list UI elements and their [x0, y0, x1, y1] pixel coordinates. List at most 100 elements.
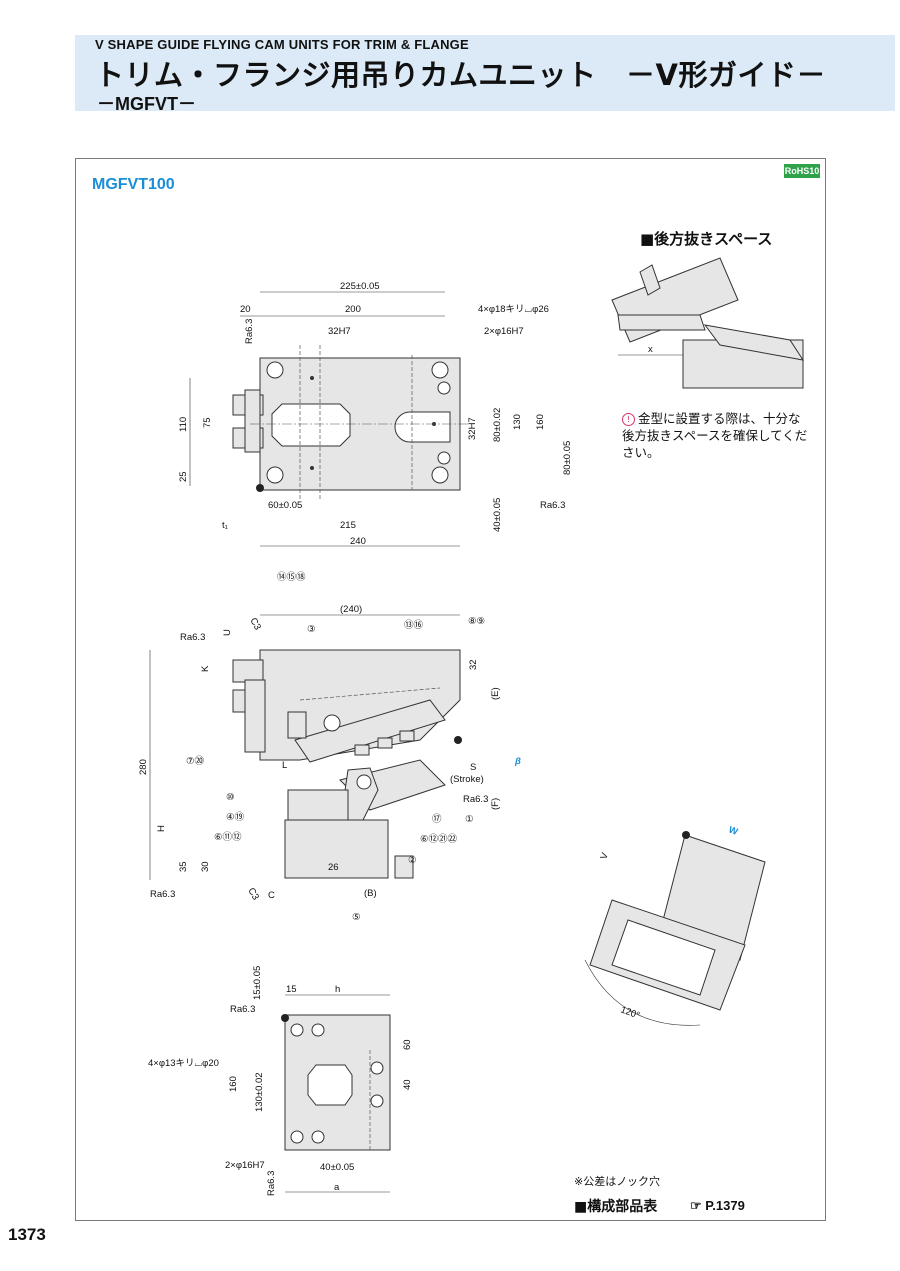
balloon-1: ① [465, 814, 474, 825]
dim-c3-top: C3 [247, 616, 263, 632]
dim-35: 35 [178, 861, 189, 872]
dim-110: 110 [178, 417, 189, 432]
balloon-10: ⑩ [226, 792, 235, 803]
top-view-pin-hole-lower [437, 451, 451, 465]
balloon-17: ⑰ [432, 814, 442, 825]
balloon-14-15-18: ⑭⑮⑱ [277, 572, 306, 583]
ra-side-view-2: Ra6.3 [150, 889, 175, 900]
ra-side-view-1: Ra6.3 [180, 632, 205, 643]
rear-space-slide [617, 314, 706, 331]
parts-table-title: ■構成部品表 [574, 1199, 658, 1215]
v-guide-channel [611, 919, 716, 996]
bottom-view-slot [307, 1064, 353, 1106]
dim-32-side: 32 [468, 659, 479, 670]
dim-l: L [282, 760, 287, 771]
v-guide-angle-arc [584, 959, 701, 1026]
side-view: (240) C3 U K Ra6.3 32 (E) 280 H 35 30 26… [138, 572, 521, 923]
side-view-lower-lug [394, 855, 414, 879]
title-japanese: トリム・フランジ用吊りカムユニット －V形ガイド－ [95, 58, 826, 92]
dim-beta: β [514, 756, 521, 767]
ra-top-view-2: Ra6.3 [540, 500, 565, 511]
top-view-pin-hole-upper [437, 381, 451, 395]
side-view-guide-tab-2 [377, 737, 393, 749]
top-view: 225±0.05 20 200 32H7 4×φ18キリ⌴φ26 2×φ16H7… [178, 281, 573, 547]
bottom-view: 15±0.05 15 h Ra6.3 4×φ13キリ⌴φ20 160 130±0… [148, 966, 413, 1196]
dim-15: 15 [286, 984, 297, 995]
dim-a: a [334, 1182, 340, 1193]
bottom-view-bolt-hole-4 [311, 1130, 325, 1144]
side-view-bolt [323, 714, 341, 732]
bottom-view-bolt-hole-3 [290, 1130, 304, 1144]
dim-b: (B) [364, 888, 377, 899]
balloon-6-11-12: ⑥⑪⑫ [214, 832, 242, 843]
dim-u: U [222, 629, 233, 636]
v-guide-w: W [727, 824, 739, 837]
side-view-hidden-line [299, 687, 441, 701]
dim-40-bottom: 40 [402, 1079, 413, 1090]
top-view-bolt-hole-bl [266, 466, 284, 484]
dim-26: 26 [328, 862, 339, 873]
rear-space-rail [703, 324, 805, 361]
dim-t1: t₁ [222, 520, 228, 531]
top-view-bolt-hole-tl [266, 361, 284, 379]
dim-75: 75 [202, 417, 213, 428]
balloon-13-16: ⑬⑯ [404, 620, 424, 631]
dim-40-005-bottom: 40±0.05 [320, 1162, 354, 1173]
dim-130-002: 130±0.02 [254, 1072, 265, 1112]
model-series: －MGFVT－ [97, 94, 196, 114]
dim-60-bottom: 60 [402, 1039, 413, 1050]
ra-top-view-1: Ra6.3 [244, 319, 255, 344]
dim-15-005: 15±0.05 [252, 966, 263, 1000]
label-bottom-pin-holes: 2×φ16H7 [225, 1160, 265, 1171]
balloon-2: ② [408, 855, 417, 866]
dim-k: K [200, 665, 211, 672]
dim-20: 20 [240, 304, 251, 315]
side-view-guide-tab-3 [399, 730, 415, 742]
top-view-center-slot [271, 403, 351, 447]
bottom-view-bolt-hole-2 [311, 1023, 325, 1037]
drawing-frame [75, 158, 826, 1221]
dim-160-bottom: 160 [228, 1076, 239, 1092]
v-guide-v: V [598, 851, 611, 861]
label-top-pin-holes: 2×φ16H7 [484, 326, 524, 337]
dim-130: 130 [512, 414, 523, 430]
balloon-3: ③ [307, 624, 316, 635]
balloon-6-12-21-22: ⑥⑫㉑㉒ [420, 834, 458, 845]
dim-80-002: 80±0.02 [492, 408, 503, 442]
rear-space-title: ■後方抜きスペース [640, 230, 773, 248]
balloon-4-19: ④⑲ [226, 812, 245, 823]
rear-space-note-text: 金型に設置する際は、十分な後方抜きスペースを確保してください。 [622, 411, 808, 460]
bottom-view-datum-mark [281, 1014, 289, 1022]
balloon-7-20: ⑦⑳ [186, 756, 205, 767]
dim-h-bottom: h [335, 984, 340, 995]
dim-200: 200 [345, 304, 361, 315]
dim-32h7-top: 32H7 [328, 326, 351, 337]
dim-e: (E) [490, 687, 501, 700]
parts-table-reference[interactable]: ☞ P.1379 [690, 1198, 745, 1214]
side-view-side-plate [244, 679, 266, 753]
dim-c: C [268, 890, 275, 901]
dim-40-005: 40±0.05 [492, 498, 503, 532]
page-header: V SHAPE GUIDE FLYING CAM UNITS FOR TRIM … [75, 35, 895, 114]
rear-space-x: x [648, 344, 653, 355]
v-guide-angle: 120° [619, 1004, 641, 1021]
balloon-8-9: ⑧⑨ [468, 616, 486, 627]
side-view-pivot [356, 774, 372, 790]
ra-side-view-3: Ra6.3 [463, 794, 488, 805]
ra-bottom-view-1: Ra6.3 [230, 1004, 255, 1015]
rear-space-view: x [611, 257, 805, 389]
side-view-guide-tab-1 [354, 744, 370, 756]
label-top-bolt-holes: 4×φ18キリ⌴φ26 [478, 304, 549, 315]
ra-bottom-view-2: Ra6.3 [266, 1171, 277, 1196]
dim-160: 160 [535, 414, 546, 430]
dim-h-side: H [156, 825, 167, 832]
rohs-badge: RoHS10 [784, 164, 820, 178]
dim-80-005: 80±0.05 [562, 441, 573, 475]
dim-32h7-vertical: 32H7 [467, 417, 478, 440]
dim-f: (F) [490, 798, 501, 810]
top-view-side-block [244, 389, 261, 453]
tolerance-note: ※公差はノック穴 [574, 1175, 660, 1188]
rear-space-bracket [639, 264, 661, 296]
title-english: V SHAPE GUIDE FLYING CAM UNITS FOR TRIM … [95, 37, 469, 52]
bottom-view-bolt-hole-1 [290, 1023, 304, 1037]
